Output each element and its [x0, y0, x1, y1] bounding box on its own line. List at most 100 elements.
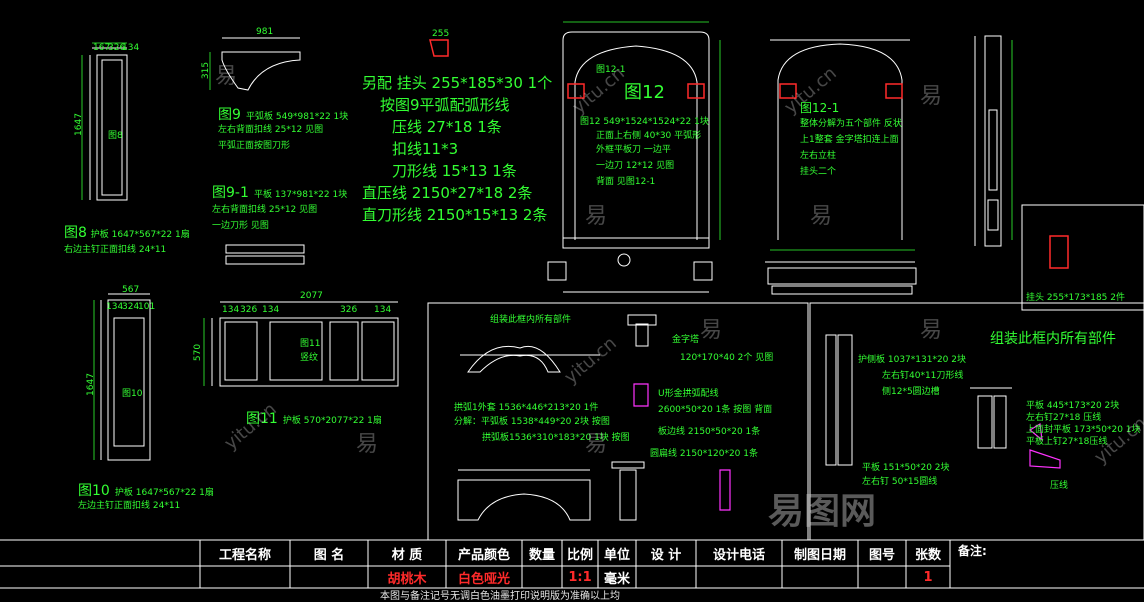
fig10-dim-mid-2: 324: [122, 302, 140, 312]
fig9-1-note2: 一边刀形 见图: [212, 221, 269, 231]
cap-dim: 255: [432, 29, 450, 39]
fig10-spec: 图10 护板 1647*567*22 1扇: [78, 483, 214, 499]
fig8-panel-label: 图8: [108, 131, 123, 141]
center-box-pyramid: 金字塔: [672, 335, 700, 345]
right-box-title: 组装此框内所有部件: [990, 331, 1116, 347]
center-box-round: 圆扁线 2150*120*20 1条: [650, 449, 758, 459]
cap-note-l6: 直压线 2150*27*18 2条: [362, 184, 533, 202]
th-drawing-no: 图号: [868, 547, 895, 563]
cap-note-l7: 直刀形线 2150*15*13 2条: [362, 206, 548, 224]
fig8-dim-3: 134: [122, 43, 140, 53]
th-draw-date: 制图日期: [793, 547, 846, 563]
fig11-panel-sub: 竖纹: [300, 353, 319, 363]
watermark-char-7: 易: [356, 432, 379, 457]
cap-note-l4: 扣线11*3: [392, 140, 459, 158]
cap-note-l2: 按图9平弧配弧形线: [380, 96, 510, 114]
center-box-l2: 分解：平弧板 1538*449*20 2块 按图: [454, 417, 610, 427]
fig8-dim-left: 1647: [73, 113, 84, 136]
fig12-1-l3: 左右立柱: [800, 151, 837, 161]
th-sheet-count: 张数: [914, 547, 941, 563]
fig10-note: 左边主钉正面扣线 24*11: [78, 501, 181, 511]
th-scale: 比例: [566, 547, 593, 563]
fig8-dim-2: 326: [108, 43, 126, 53]
center-box-u-spec: 2600*50*20 1条 按图 背面: [658, 405, 773, 415]
fig11-dim-top: 2077: [300, 291, 323, 301]
right-box-r3: 上面封平板 173*50*20 1块: [1026, 425, 1141, 435]
fig12-spec4: 一边刀 12*12 见图: [596, 161, 675, 171]
fig9-1-note1: 左右背面扣线 25*12 见图: [212, 205, 318, 215]
fig12-sub: 图12-1: [596, 65, 626, 75]
watermark-char-8: 易: [585, 432, 608, 457]
fig12-spec2: 正面上右侧 40*30 平弧形: [596, 131, 702, 141]
center-box-l3: 拱弧板1536*310*183*20 1块 按图: [482, 433, 630, 443]
cap-note-l3: 压线 27*18 1条: [392, 118, 502, 136]
fig11-dim-mid-5: 134: [374, 305, 392, 315]
watermark-char-2: 易: [585, 204, 608, 229]
fig11-dim-mid-2: 326: [240, 305, 258, 315]
right-box-r4: 平板上钉27*18压线: [1026, 437, 1108, 447]
footer-note: 本图与备注记号无调白色油墨打印说明版为准确以上均: [380, 591, 620, 602]
td-unit[interactable]: 毫米: [603, 571, 630, 587]
th-designer: 设 计: [650, 547, 682, 563]
remark-label: 备注:: [958, 544, 987, 558]
td-sheet-count[interactable]: 1: [923, 569, 933, 585]
watermark-char-5: 易: [700, 318, 723, 343]
th-color: 产品颜色: [457, 547, 510, 563]
watermark-char-4: 易: [920, 84, 943, 109]
right-box-l2: 左右钉40*11刀形线: [882, 371, 964, 381]
fig11-spec: 图11 护板 570*2077*22 1扇: [246, 411, 382, 427]
fig12-title: 图12: [624, 82, 665, 103]
fig11-dim-left: 570: [193, 343, 204, 362]
fig9-dim-top: 981: [256, 27, 274, 37]
watermark-brand: 易图网: [768, 491, 877, 532]
fig11-panel-label: 图11: [300, 339, 321, 349]
center-box-edge: 板边线 2150*50*20 1条: [658, 427, 761, 437]
fig12-1-title: 图12-1: [800, 101, 840, 115]
fig10-dim-left: 1647: [85, 373, 96, 396]
fig11-dim-mid-1: 134: [222, 305, 240, 315]
th-design-phone: 设计电话: [712, 547, 765, 563]
watermark-char-6: 易: [920, 318, 943, 343]
right-box-r5: 压线: [1050, 481, 1069, 491]
watermark-char-3: 易: [810, 204, 833, 229]
td-color[interactable]: 白色哑光: [457, 571, 510, 587]
fig8-dim-1: 167: [93, 43, 111, 53]
right-box-b1: 平板 151*50*20 2块: [862, 463, 950, 473]
fig12-1-l2: 上1整套 金字塔扣连上面: [800, 135, 899, 145]
th-drawing-name: 图 名: [313, 547, 345, 563]
fig12-spec1: 图12 549*1524*1524*22 1块: [580, 117, 709, 127]
right-box-l1: 护侧板 1037*131*20 2块: [858, 355, 966, 365]
watermark-char-1: 易: [215, 64, 238, 89]
th-quantity: 数量: [528, 547, 555, 563]
fig9-spec: 图9 平弧板 549*981*22 1块: [218, 107, 349, 123]
cap-box-spec: 挂头 255*173*185 2件: [1026, 293, 1125, 303]
center-box-u-line: U形金拱弧配线: [658, 389, 719, 399]
fig9-dim-left: 315: [201, 61, 212, 80]
th-material: 材 质: [391, 547, 423, 563]
fig10-dim-mid-1: 134: [106, 302, 124, 312]
center-box-title: 组装此框内所有部件: [490, 315, 572, 325]
fig10-panel-label: 图10: [122, 389, 143, 399]
right-box-b2: 左右钉 50*15圆线: [862, 477, 938, 487]
fig9-1-spec: 图9-1 平板 137*981*22 1块: [212, 185, 348, 201]
fig9-note1: 左右背面扣线 25*12 见图: [218, 125, 324, 135]
right-box-r1: 平板 445*173*20 2块: [1026, 401, 1120, 411]
fig12-spec5: 背面 见图12-1: [596, 177, 656, 187]
fig9-note2: 平弧正面按图刀形: [218, 141, 291, 151]
fig8-note: 右边主钉正面扣线 24*11: [64, 245, 167, 255]
fig12-1-l4: 挂头二个: [800, 167, 837, 177]
fig10-dim-top: 567: [122, 285, 140, 295]
td-material[interactable]: 胡桃木: [387, 571, 427, 587]
right-box-l3: 侧12*5圆边槽: [882, 387, 940, 397]
cap-note-l1: 另配 挂头 255*185*30 1个: [362, 74, 553, 92]
th-unit: 单位: [603, 547, 630, 563]
fig10-dim-mid-3: 101: [138, 302, 156, 312]
fig12-1-l1: 整体分解为五个部件 反状: [800, 119, 902, 129]
fig8-spec: 图8 护板 1647*567*22 1扇: [64, 225, 190, 241]
right-box-r2: 左右钉27*18 压线: [1026, 413, 1102, 423]
fig11-dim-mid-4: 326: [340, 305, 358, 315]
td-scale[interactable]: 1:1: [568, 569, 592, 585]
center-box-pyramid-spec: 120*170*40 2个 见图: [680, 353, 774, 363]
